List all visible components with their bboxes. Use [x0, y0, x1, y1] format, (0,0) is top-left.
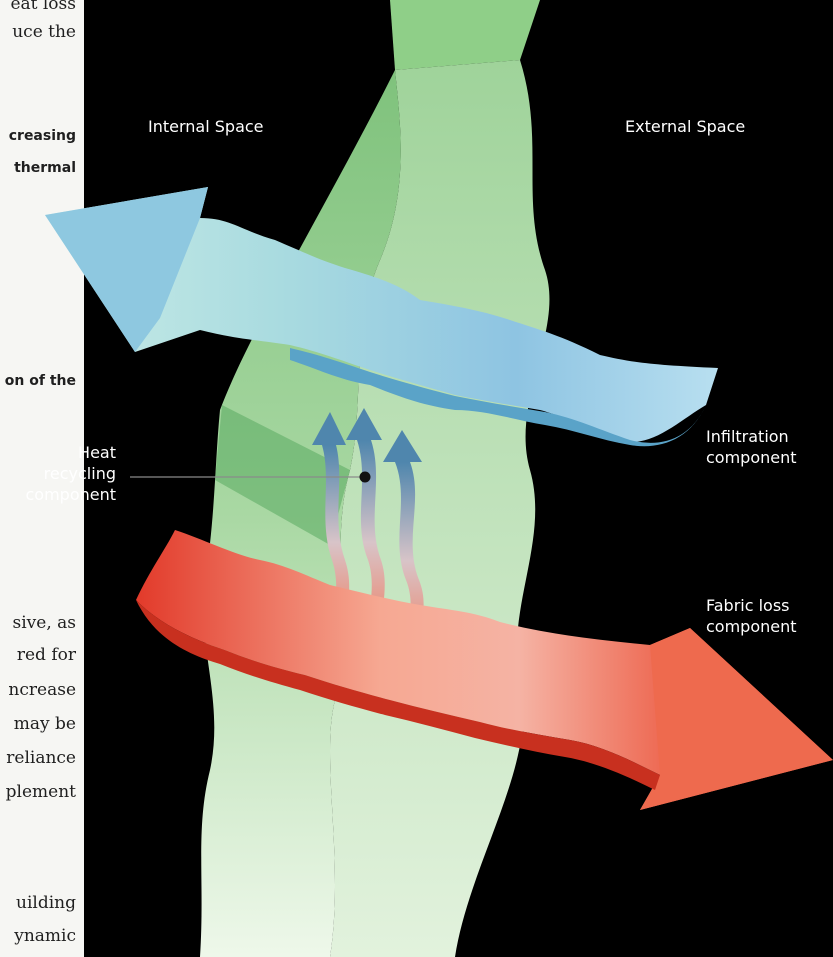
- fabric-loss-label: Fabric loss component: [706, 595, 797, 637]
- label-line: Infiltration: [706, 426, 797, 447]
- wall-top-face: [390, 0, 540, 70]
- label-line: Fabric loss: [706, 595, 797, 616]
- label-line: component: [25, 484, 116, 505]
- heat-recycling-label: Heat recycling component: [25, 442, 116, 505]
- internal-space-label: Internal Space: [148, 116, 264, 137]
- label-line: component: [706, 616, 797, 637]
- fabric-loss-arrow-head: [640, 628, 833, 810]
- label-line: Heat: [25, 442, 116, 463]
- infiltration-label: Infiltration component: [706, 426, 797, 468]
- label-line: component: [706, 447, 797, 468]
- heat-recycling-dot: [360, 472, 371, 483]
- external-space-label: External Space: [625, 116, 745, 137]
- label-line: recycling: [25, 463, 116, 484]
